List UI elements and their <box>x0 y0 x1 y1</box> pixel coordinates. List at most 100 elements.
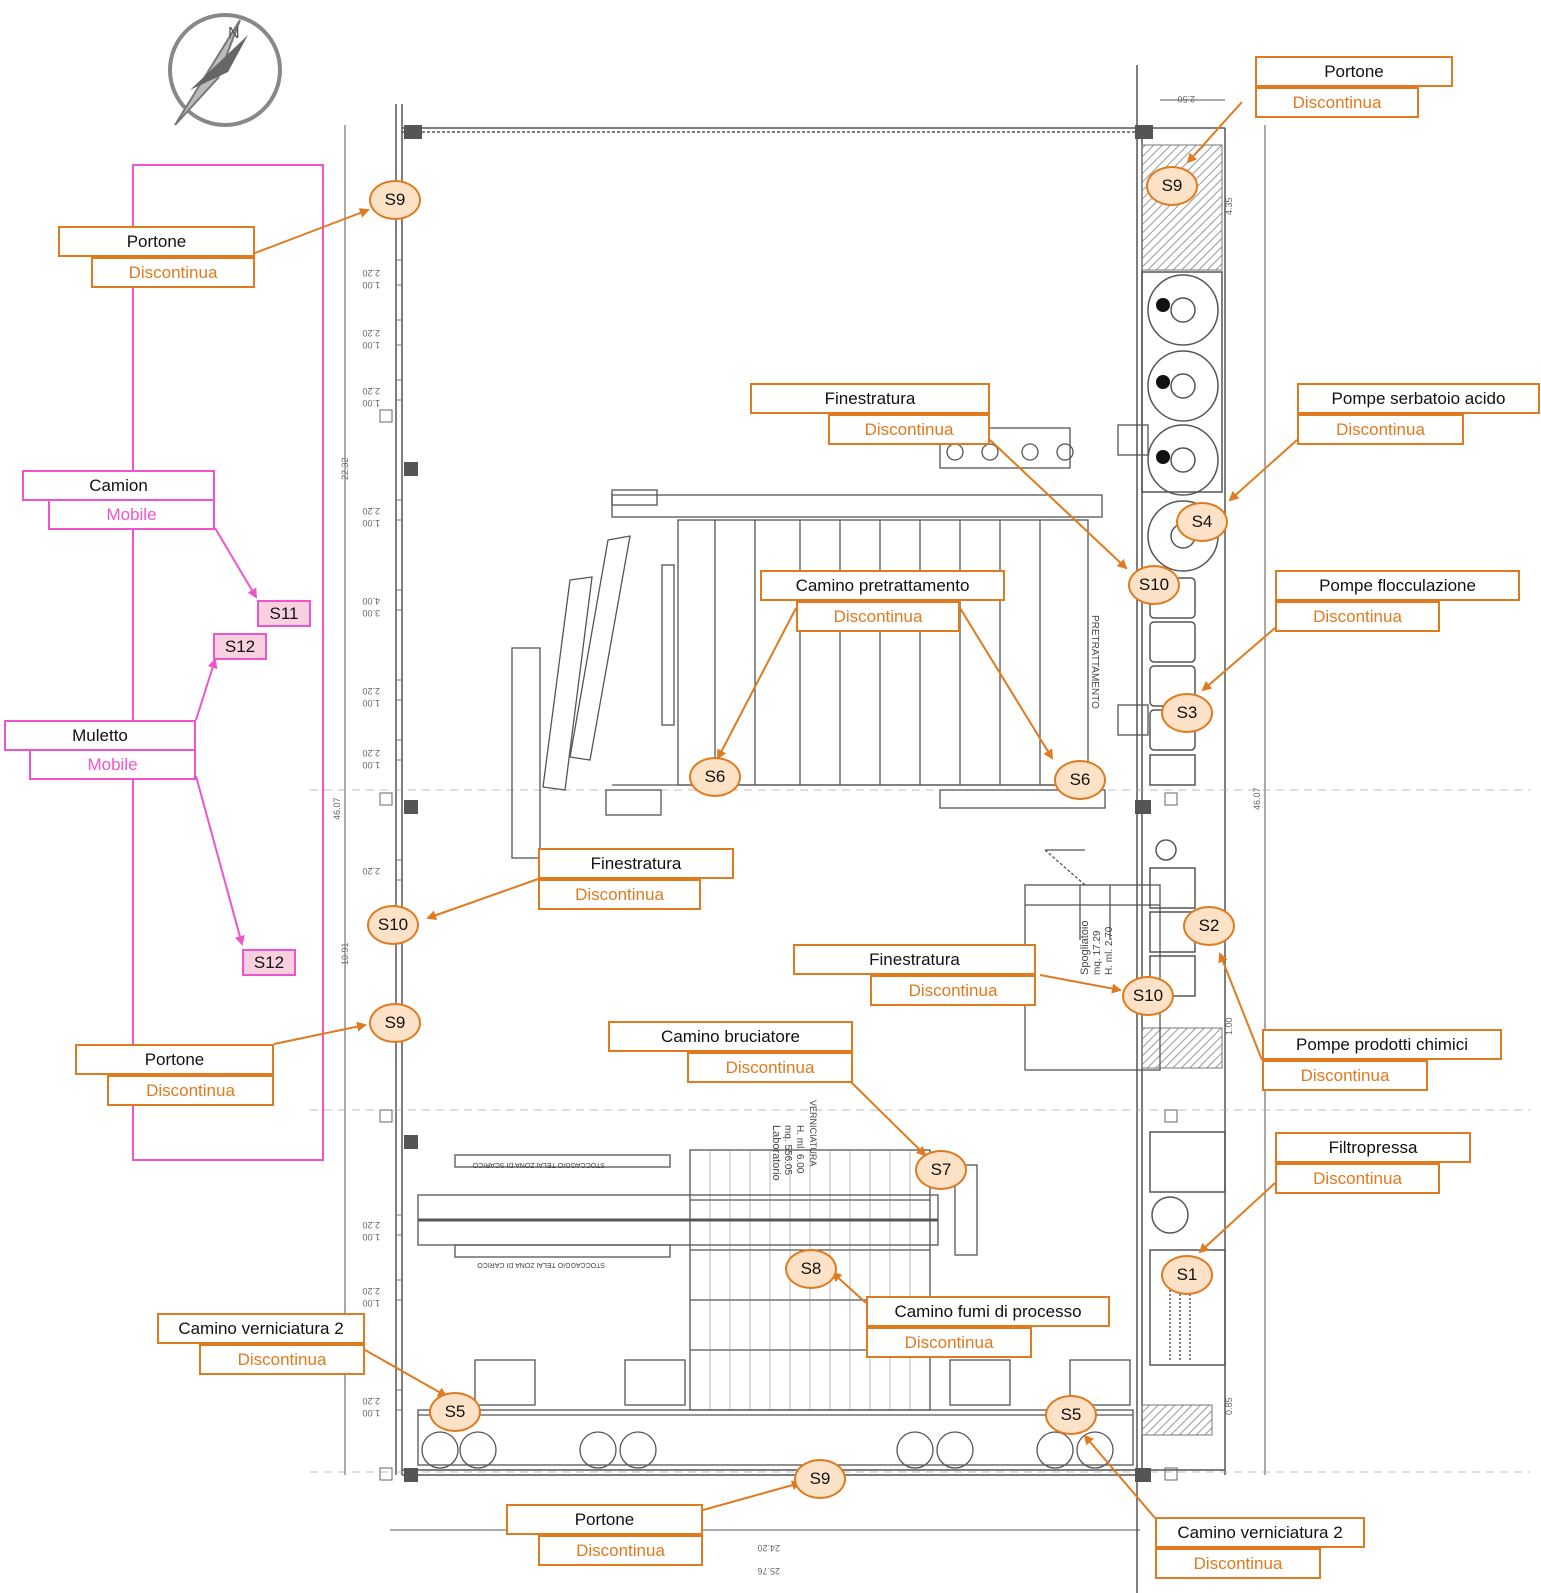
marker-s9: S9 <box>369 1003 421 1043</box>
column-markers <box>379 409 1178 1481</box>
label-pompe-flocculazione-title: Pompe flocculazione <box>1275 570 1520 601</box>
label-portone-title: Portone <box>75 1044 274 1075</box>
label-camino-bruciatore-title: Camino bruciatore <box>608 1021 853 1052</box>
leader-arrows-pink <box>195 527 258 946</box>
verniciatura-label: VERNICIATURA <box>808 1100 818 1166</box>
marker-s6: S6 <box>1054 760 1106 800</box>
label-portone-status: Discontinua <box>538 1535 703 1566</box>
dim-label: 1.00 <box>362 760 380 770</box>
label-muletto-status: Mobile <box>29 749 196 780</box>
label-camino-verniciatura-status: Discontinua <box>199 1344 365 1375</box>
label-finestratura-title: Finestratura <box>750 383 990 414</box>
dim-label: 1.00 <box>362 280 380 290</box>
spogliatoio-area: mq. 17.29 <box>1092 930 1103 975</box>
dim-label: 46.07 <box>1252 787 1262 810</box>
label-camino-verniciatura-status: Discontinua <box>1155 1548 1321 1579</box>
label-portone-title: Portone <box>1255 56 1453 87</box>
dim-label: 4.35 <box>1224 197 1234 215</box>
marker-s5: S5 <box>429 1392 481 1432</box>
label-portone-status: Discontinua <box>91 257 255 288</box>
marker-s6: S6 <box>689 757 741 797</box>
marker-s12: S12 <box>242 949 296 976</box>
laboratorio-area: mq. 556.05 <box>782 1125 793 1175</box>
dim-label: 25.76 <box>757 1566 780 1576</box>
painting-booth <box>417 1149 1134 1469</box>
svg-text:N: N <box>228 25 240 42</box>
dim-label: 46.07 <box>332 797 342 820</box>
dim-label: 1.00 <box>1224 1017 1234 1035</box>
label-camino-pretrattamento-title: Camino pretrattamento <box>760 570 1005 601</box>
marker-s7: S7 <box>915 1150 967 1190</box>
spogliatoio-height: H. ml. 2.70 <box>1104 926 1115 975</box>
service-strip <box>1141 144 1226 1436</box>
painting-text: VERNICIATURA Laboratorio mq. 556.05 H. m… <box>472 1100 818 1268</box>
label-camino-verniciatura-title: Camino verniciatura 2 <box>157 1313 365 1344</box>
dim-label: 2.20 <box>362 1286 380 1296</box>
dim-label: 2.20 <box>362 328 380 338</box>
label-camino-verniciatura-title: Camino verniciatura 2 <box>1155 1517 1365 1548</box>
marker-s5: S5 <box>1045 1395 1097 1435</box>
dim-label: 24.20 <box>757 1543 780 1553</box>
dim-label: 1.00 <box>362 398 380 408</box>
dim-label: 2.20 <box>362 268 380 278</box>
label-finestratura-title: Finestratura <box>538 848 734 879</box>
label-portone-title: Portone <box>58 226 255 257</box>
dim-label: 2.20 <box>362 1396 380 1406</box>
marker-s1: S1 <box>1161 1255 1213 1295</box>
marker-s10: S10 <box>1122 976 1174 1016</box>
dim-label: 2.20 <box>362 866 380 876</box>
label-portone-title: Portone <box>506 1504 703 1535</box>
label-filtropressa-title: Filtropressa <box>1275 1132 1471 1163</box>
dim-label: 2.20 <box>362 686 380 696</box>
dim-label: 2.20 <box>362 386 380 396</box>
marker-s2: S2 <box>1183 906 1235 946</box>
marker-s9: S9 <box>794 1459 846 1499</box>
dim-label: 1.00 <box>362 1408 380 1418</box>
label-camino-fumi-status: Discontinua <box>866 1327 1032 1358</box>
dim-label: 2.20 <box>362 1220 380 1230</box>
marker-s3: S3 <box>1161 693 1213 733</box>
label-pompe-serbatoio-status: Discontinua <box>1297 414 1464 445</box>
laboratorio-label: Laboratorio <box>770 1125 782 1181</box>
label-camion-status: Mobile <box>48 499 215 530</box>
marker-s11: S11 <box>257 600 311 627</box>
dim-label: 3.00 <box>362 608 380 618</box>
pretreatment-text: PRETRATTAMENTO <box>1089 615 1100 709</box>
marker-s9: S9 <box>1146 166 1198 206</box>
dim-label: 1.00 <box>362 518 380 528</box>
label-finestratura-status: Discontinua <box>538 879 701 910</box>
label-camino-fumi-title: Camino fumi di processo <box>866 1296 1110 1327</box>
spogliatoio-text: Spogliatoio mq. 17.29 H. ml. 2.70 <box>1079 921 1115 975</box>
leader-arrows <box>254 101 1298 1519</box>
dim-label: 1.00 <box>362 1298 380 1308</box>
label-camino-pretrattamento-status: Discontinua <box>796 601 960 632</box>
compass-icon: N <box>168 13 282 127</box>
dim-label: 4.00 <box>362 596 380 606</box>
dim-label: 0.85 <box>1224 1397 1234 1415</box>
stoccaggio-carico-label: STOCCAGGIO TELAI ZONA DI CARICO <box>477 1261 605 1268</box>
label-muletto-title: Muletto <box>4 720 196 751</box>
label-camion-title: Camion <box>22 470 215 501</box>
dim-label: 22.32 <box>340 457 350 480</box>
stoccaggio-scarico-label: STOCCAGGIO TELAI ZONA DI SCARICO <box>472 1161 605 1168</box>
label-finestratura-title: Finestratura <box>793 944 1036 975</box>
pretreatment-line <box>605 424 1149 816</box>
label-filtropressa-status: Discontinua <box>1275 1163 1440 1194</box>
dim-label: 1.00 <box>362 698 380 708</box>
dim-label: 1.00 <box>362 1232 380 1242</box>
structural-columns <box>404 125 1153 1482</box>
dim-label: 2.50 <box>1177 94 1195 104</box>
left-wall-windows <box>396 259 402 1411</box>
label-camino-bruciatore-status: Discontinua <box>687 1052 853 1083</box>
marker-s12: S12 <box>213 633 267 660</box>
rack-bars <box>511 535 631 859</box>
dim-label: 2.20 <box>362 506 380 516</box>
pink-zone <box>132 164 324 1161</box>
dimension-texts: 2.20 1.00 2.20 1.00 2.20 1.00 2.20 1.00 … <box>332 94 1262 1576</box>
marker-s10: S10 <box>1128 565 1180 605</box>
label-pompe-serbatoio-title: Pompe serbatoio acido <box>1297 383 1540 414</box>
dim-label: 2.20 <box>362 748 380 758</box>
laboratorio-height: H. ml. 6.00 <box>794 1125 805 1174</box>
dim-label: 10.91 <box>340 942 350 965</box>
label-pompe-flocculazione-status: Discontinua <box>1275 601 1440 632</box>
